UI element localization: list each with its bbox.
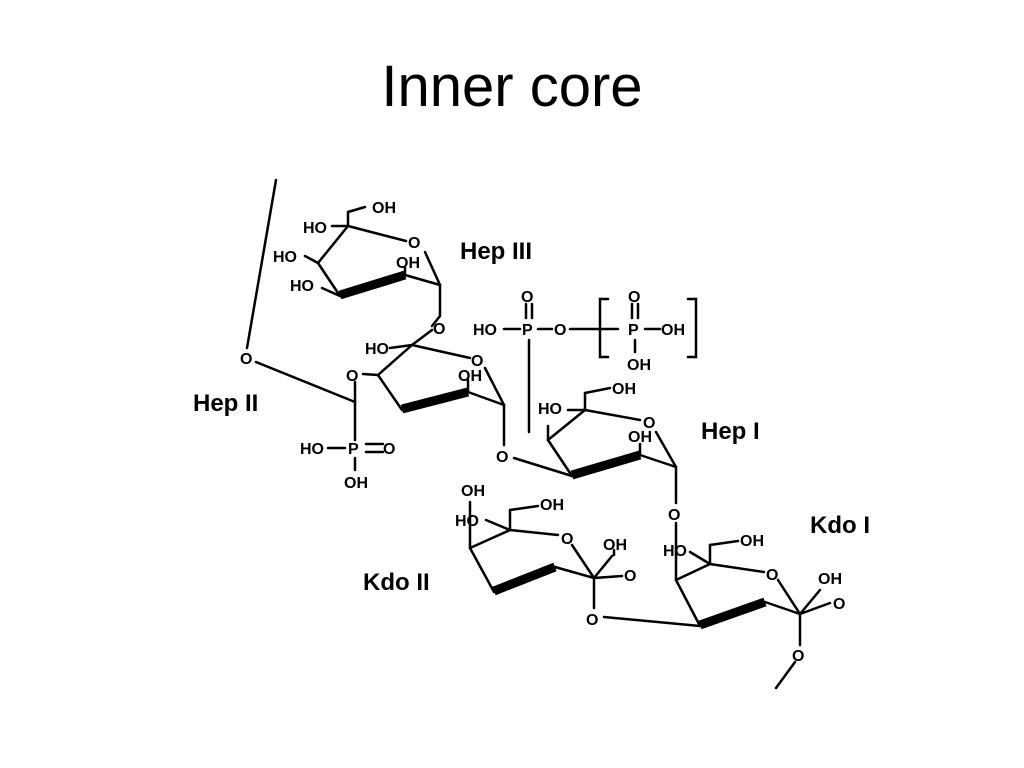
atom-label: OH <box>627 357 651 374</box>
atom-label: OH <box>603 537 627 554</box>
hep1-labels: OH HO O OH O O <box>496 381 680 524</box>
linkage-oxygen: O <box>668 507 680 524</box>
hep2-labels: HO O OH O HO P O OH O <box>240 341 483 492</box>
atom-label: OH <box>458 368 482 385</box>
ring-oxygen: O <box>643 415 655 432</box>
linkage-oxygen: O <box>792 648 804 665</box>
unit-label-hep3: Hep III <box>460 238 532 265</box>
phosphorus: P <box>348 441 359 458</box>
hep3-ring <box>303 205 442 347</box>
linkage-oxygen: O <box>586 612 598 629</box>
phosphorus: P <box>522 322 533 339</box>
kdo2-ring <box>468 500 624 610</box>
atom-label: O <box>624 568 636 585</box>
atom-label: HO <box>273 249 297 266</box>
unit-label-kdo1: Kdo I <box>810 512 870 539</box>
kdo1-labels: OH HO O OH O O <box>663 533 845 665</box>
atom-label: OH <box>344 475 368 492</box>
ring-oxygen: O <box>561 531 573 548</box>
atom-label: HO <box>303 220 327 237</box>
outer-core-link <box>245 178 278 350</box>
atom-label: O <box>383 441 395 458</box>
hep1-ring <box>512 386 678 550</box>
atom-label: OH <box>396 255 420 272</box>
atom-label: OH <box>628 429 652 446</box>
linkage-oxygen: O <box>433 321 445 338</box>
ring-oxygen: O <box>408 235 420 252</box>
hep3-labels: OH HO HO HO OH O O <box>273 200 445 338</box>
atom-label: OH <box>740 533 764 550</box>
linkage-oxygen: O <box>346 368 358 385</box>
atom-label: OH <box>461 483 485 500</box>
phosphorus: P <box>628 322 639 339</box>
unit-label-hep2: Hep II <box>193 390 258 417</box>
atom-label: O <box>521 289 533 306</box>
kdo2-labels: OH OH HO O OH O O <box>455 483 636 629</box>
atom-label: O <box>628 289 640 306</box>
atom-label: OH <box>661 322 685 339</box>
atom-label: HO <box>455 513 479 530</box>
kdo1-ring <box>602 539 832 690</box>
atom-label: HO <box>290 278 314 295</box>
atom-label: OH <box>540 497 564 514</box>
linkage-oxygen: O <box>496 449 508 466</box>
atom-label: HO <box>473 322 497 339</box>
atom-label: OH <box>372 200 396 217</box>
atom-label: OH <box>818 571 842 588</box>
atom-label: OH <box>612 381 636 398</box>
atom-label: HO <box>365 341 389 358</box>
ring-oxygen: O <box>766 567 778 584</box>
slide-title: Inner core <box>381 54 643 119</box>
linkage-oxygen: O <box>240 351 252 368</box>
atom-label: O <box>833 596 845 613</box>
outer-core-link <box>254 360 357 404</box>
pyrophosphate <box>502 297 698 434</box>
atom-label: HO <box>538 401 562 418</box>
atom-label: O <box>554 322 566 339</box>
ring-oxygen: O <box>471 353 483 370</box>
pyrophosphate-labels: O HO P O O P OH OH <box>473 289 685 374</box>
unit-label-kdo2: Kdo II <box>363 569 430 596</box>
unit-label-hep1: Hep I <box>701 418 760 445</box>
atom-label: HO <box>300 441 324 458</box>
atom-label: HO <box>663 543 687 560</box>
hep2-ring <box>326 343 506 472</box>
